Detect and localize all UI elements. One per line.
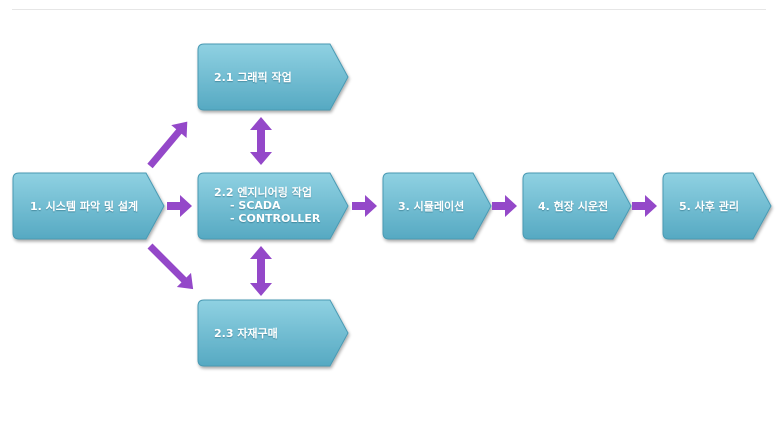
arrow-double-vertical-top [250, 117, 272, 165]
step-box-2-3 [197, 299, 349, 367]
step-box-3 [382, 172, 492, 240]
step-2-3-title: 2.3 자재구매 [214, 327, 278, 340]
step-label-2-2: 2.2 엔지니어링 작업 - SCADA - CONTROLLER [214, 186, 320, 225]
arrow-right-1-to-2-2 [167, 195, 192, 217]
step-label-2-3: 2.3 자재구매 [214, 327, 278, 340]
step-label-3: 3. 시뮬레이션 [398, 200, 464, 213]
arrow-double-vertical-bottom [250, 246, 272, 296]
arrow-right-2-2-to-3 [352, 195, 377, 217]
step-label-4: 4. 현장 시운전 [538, 200, 608, 213]
step-2-2-title: 2.2 엔지니어링 작업 [214, 186, 312, 199]
step-label-1: 1. 시스템 파악 및 설계 [30, 200, 138, 213]
top-divider [12, 9, 766, 10]
step-4-title: 4. 현장 시운전 [538, 200, 609, 213]
step-box-2-2 [197, 172, 349, 240]
arrow-right-3-to-4 [492, 195, 517, 217]
step-1-title: 1. 시스템 파악 및 설계 [30, 200, 139, 213]
step-2-1-title: 2.1 그래픽 작업 [214, 71, 292, 84]
step-2-2-sub-controller: - CONTROLLER [230, 212, 321, 225]
step-box-5 [662, 172, 772, 240]
step-2-2-sub-scada: - SCADA [230, 199, 281, 212]
step-label-2-1: 2.1 그래픽 작업 [214, 71, 292, 84]
arrow-diagonal-down [147, 243, 194, 290]
step-box-1 [12, 172, 165, 240]
step-5-title: 5. 사후 관리 [679, 200, 739, 213]
step-label-5: 5. 사후 관리 [679, 200, 739, 213]
step-3-title: 3. 시뮬레이션 [398, 200, 465, 213]
step-box-2-1 [197, 43, 349, 111]
arrow-right-4-to-5 [632, 195, 657, 217]
arrow-diagonal-up [147, 121, 188, 169]
step-box-4 [522, 172, 632, 240]
